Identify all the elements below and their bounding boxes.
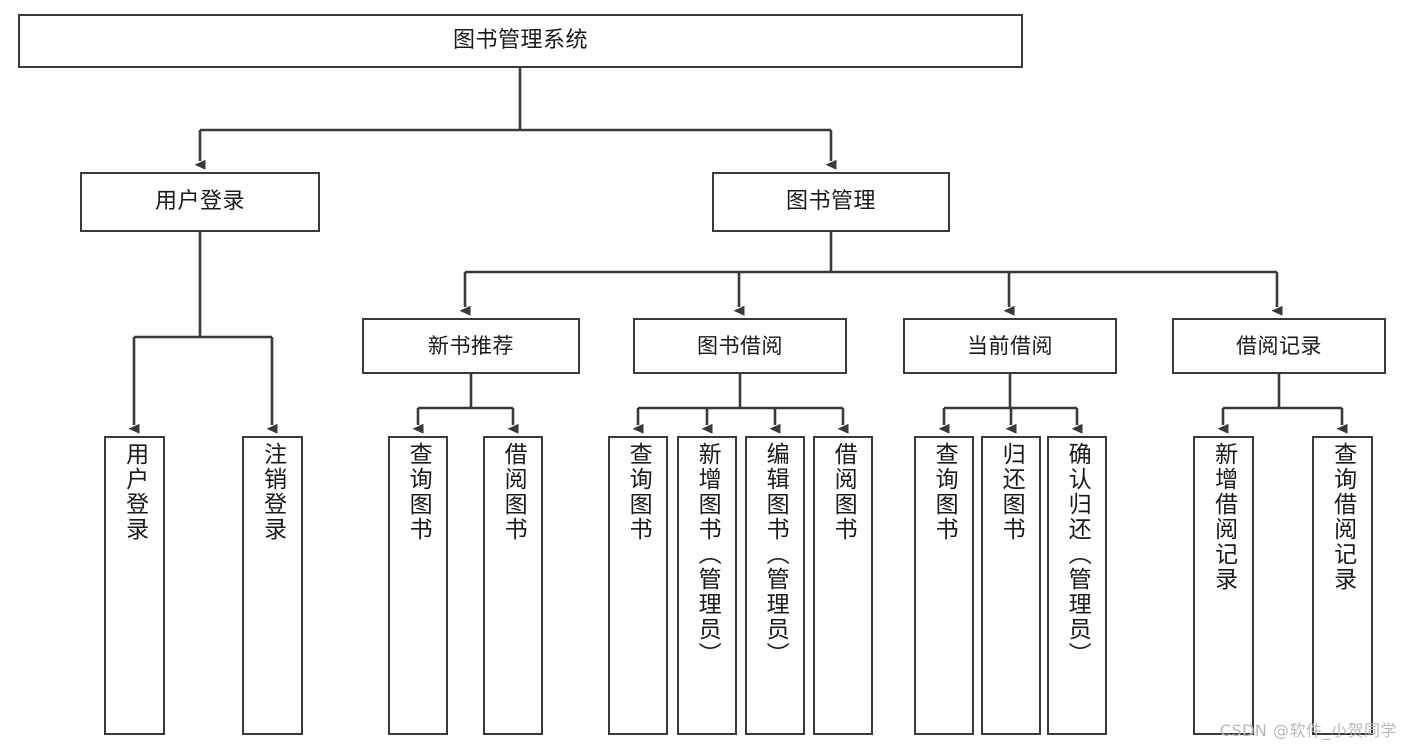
node-leaf-query-book-2[interactable]: 查询图书: [608, 436, 668, 735]
node-leaf-borrow-book-2-label: 借阅图书: [830, 442, 857, 542]
csdn-watermark: CSDN @软件_小贺同学: [1219, 721, 1397, 740]
node-new-book-recommend[interactable]: 新书推荐: [362, 318, 580, 374]
node-root[interactable]: 图书管理系统: [18, 14, 1023, 68]
node-leaf-query-book-1[interactable]: 查询图书: [388, 436, 448, 735]
node-leaf-logout-label: 注销登录: [259, 442, 286, 542]
node-leaf-add-record-label: 新增借阅记录: [1210, 442, 1237, 592]
node-leaf-edit-book-label: 编辑图书（管理员）: [762, 442, 789, 667]
node-leaf-user-login-label: 用户登录: [121, 442, 148, 542]
node-leaf-add-record[interactable]: 新增借阅记录: [1193, 436, 1254, 735]
node-current-borrow[interactable]: 当前借阅: [903, 318, 1117, 374]
node-leaf-logout[interactable]: 注销登录: [242, 436, 303, 735]
node-current-borrow-label: 当前借阅: [967, 333, 1053, 358]
node-leaf-borrow-book-1[interactable]: 借阅图书: [483, 436, 543, 735]
node-root-label: 图书管理系统: [452, 28, 588, 54]
node-book-manage[interactable]: 图书管理: [712, 172, 950, 232]
node-new-book-recommend-label: 新书推荐: [428, 333, 514, 358]
node-book-manage-label: 图书管理: [785, 189, 876, 215]
node-book-borrow[interactable]: 图书借阅: [633, 318, 847, 374]
node-leaf-query-book-2-label: 查询图书: [625, 442, 652, 542]
node-leaf-add-book[interactable]: 新增图书（管理员）: [677, 436, 737, 735]
node-user-login[interactable]: 用户登录: [80, 172, 320, 232]
node-book-borrow-label: 图书借阅: [697, 333, 783, 358]
node-leaf-add-book-label: 新增图书（管理员）: [694, 442, 721, 667]
node-leaf-borrow-book-1-label: 借阅图书: [500, 442, 527, 542]
node-leaf-confirm-return[interactable]: 确认归还（管理员）: [1047, 436, 1107, 735]
node-user-login-label: 用户登录: [154, 189, 245, 215]
node-borrow-record[interactable]: 借阅记录: [1172, 318, 1386, 374]
node-leaf-return-book-label: 归还图书: [998, 442, 1025, 542]
node-leaf-user-login[interactable]: 用户登录: [104, 436, 165, 735]
node-leaf-confirm-return-label: 确认归还（管理员）: [1064, 442, 1091, 667]
node-leaf-query-book-3-label: 查询图书: [931, 442, 958, 542]
node-leaf-query-book-1-label: 查询图书: [405, 442, 432, 542]
node-leaf-borrow-book-2[interactable]: 借阅图书: [813, 436, 873, 735]
node-leaf-query-book-3[interactable]: 查询图书: [914, 436, 974, 735]
node-leaf-return-book[interactable]: 归还图书: [981, 436, 1041, 735]
node-leaf-query-record-label: 查询借阅记录: [1329, 442, 1356, 592]
node-leaf-query-record[interactable]: 查询借阅记录: [1312, 436, 1373, 735]
node-leaf-edit-book[interactable]: 编辑图书（管理员）: [745, 436, 805, 735]
node-borrow-record-label: 借阅记录: [1236, 333, 1322, 358]
